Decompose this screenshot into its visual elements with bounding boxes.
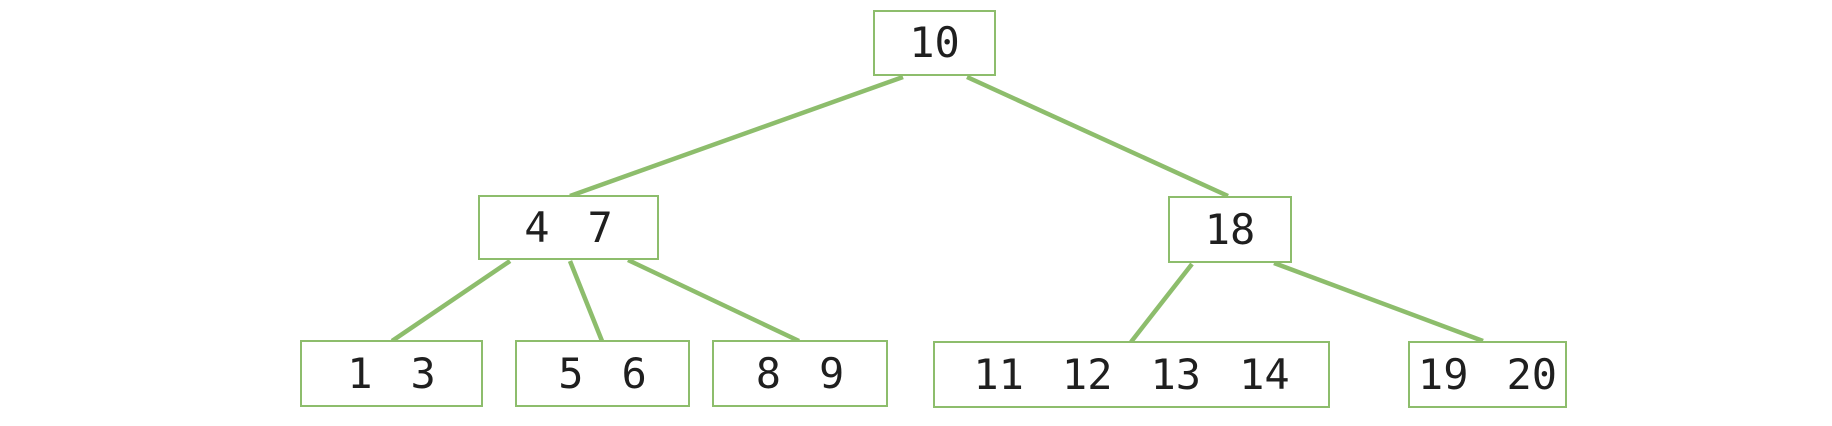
tree-node-5-6: 5 6 <box>515 340 690 407</box>
node-key: 20 <box>1506 349 1558 399</box>
node-key: 4 <box>524 202 550 252</box>
node-key: 11 <box>973 349 1024 399</box>
node-key: 10 <box>909 18 960 67</box>
node-key: 8 <box>755 348 781 398</box>
tree-node-4-7: 4 7 <box>478 195 659 260</box>
tree-node-8-9: 8 9 <box>712 340 888 407</box>
node-key: 14 <box>1239 349 1290 399</box>
node-key: 9 <box>819 348 845 398</box>
node-key: 12 <box>1061 349 1113 399</box>
tree-edge-root-to-18 <box>966 74 1229 199</box>
tree-node-11-12-13-14: 11 12 13 14 <box>933 341 1330 408</box>
tree-node-root: 10 <box>873 10 996 76</box>
node-key: 7 <box>587 202 613 252</box>
node-key: 5 <box>558 348 584 398</box>
node-key: 18 <box>1204 204 1256 254</box>
tree-edge-root-to-4-7 <box>569 74 904 199</box>
node-key: 1 <box>347 348 373 398</box>
tree-edge-4-7-to-1-3 <box>390 259 512 343</box>
node-key: 3 <box>410 348 436 398</box>
tree-node-19-20: 19 20 <box>1408 341 1567 408</box>
node-key: 6 <box>621 348 647 398</box>
node-key: 13 <box>1150 349 1202 399</box>
tree-edge-4-7-to-8-9 <box>627 257 800 344</box>
tree-node-18: 18 <box>1168 196 1292 263</box>
tree-edge-18-to-11-14 <box>1129 262 1194 344</box>
tree-edge-18-to-19-20 <box>1273 260 1484 344</box>
node-key: 19 <box>1417 349 1469 399</box>
tree-edge-4-7-to-5-6 <box>567 260 605 342</box>
tree-node-1-3: 1 3 <box>300 340 483 407</box>
